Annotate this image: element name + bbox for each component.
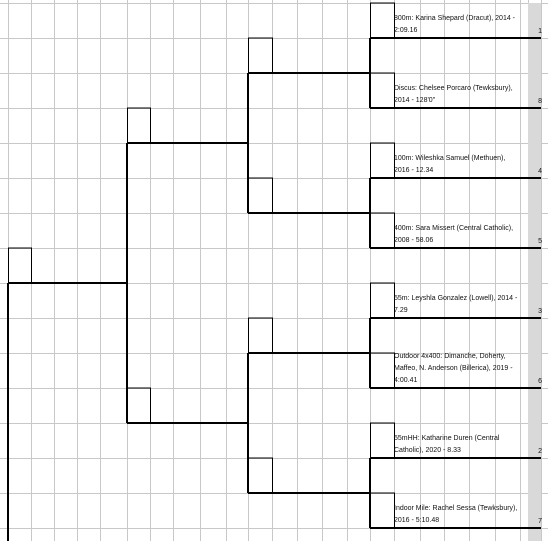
seed-cell <box>528 458 541 493</box>
score-box <box>370 282 395 319</box>
seed-cell <box>528 143 541 178</box>
seed-cell <box>528 3 541 38</box>
seed-cell <box>528 353 541 388</box>
seed-number: 6 <box>538 378 542 385</box>
entry-label: 100m: Wileshka Samuel (Methuen), 2016 - … <box>394 155 506 174</box>
seed-cell <box>528 178 541 213</box>
score-box <box>127 387 151 424</box>
score-box <box>248 177 273 214</box>
entry-label: 55m: Leyshla Gonzalez (Lowell), 2014 - 7… <box>394 295 518 314</box>
seed-cell <box>528 528 541 541</box>
score-box <box>370 2 395 39</box>
entry-label: 800m: Karina Shepard (Dracut), 2014 - 2:… <box>394 15 516 34</box>
score-box <box>370 72 395 109</box>
score-box <box>370 212 395 249</box>
score-box <box>248 317 273 354</box>
entry-label: Indoor Mile: Rachel Sessa (Tewksbury), 2… <box>394 505 518 524</box>
seed-cells <box>528 3 541 541</box>
seed-cell <box>528 493 541 528</box>
seed-number: 3 <box>538 308 542 315</box>
seed-cell <box>528 423 541 458</box>
seed-cell <box>528 318 541 353</box>
seed-number: 7 <box>538 518 542 525</box>
score-box <box>370 142 395 179</box>
seed-number: 4 <box>538 168 542 175</box>
score-box <box>370 492 395 529</box>
seed-number: 2 <box>538 448 542 455</box>
entry-label: Outdoor 4x400: Dimanche, Doherty, Maffeo… <box>394 353 513 384</box>
score-box <box>370 352 395 389</box>
score-box <box>248 37 273 74</box>
seed-cell <box>528 38 541 73</box>
entry-label: 400m: Sara Missert (Central Catholic), 2… <box>394 225 514 244</box>
bracket-lines <box>7 2 541 541</box>
score-box <box>127 107 151 144</box>
score-box <box>370 422 395 459</box>
seed-cell <box>528 108 541 143</box>
score-box <box>8 247 32 284</box>
entry-label: 55mHH: Katharine Duren (Central Catholic… <box>394 435 500 454</box>
entry-label: Discus: Chelsee Porcaro (Tewksbury), 201… <box>394 85 513 104</box>
seed-cell <box>528 213 541 248</box>
seed-cell <box>528 283 541 318</box>
seed-number: 8 <box>538 98 542 105</box>
seed-cell <box>528 248 541 283</box>
seed-cell <box>528 388 541 423</box>
score-box <box>248 457 273 494</box>
seed-cell <box>528 73 541 108</box>
seed-number: 1 <box>538 28 542 35</box>
seed-number: 5 <box>538 238 542 245</box>
